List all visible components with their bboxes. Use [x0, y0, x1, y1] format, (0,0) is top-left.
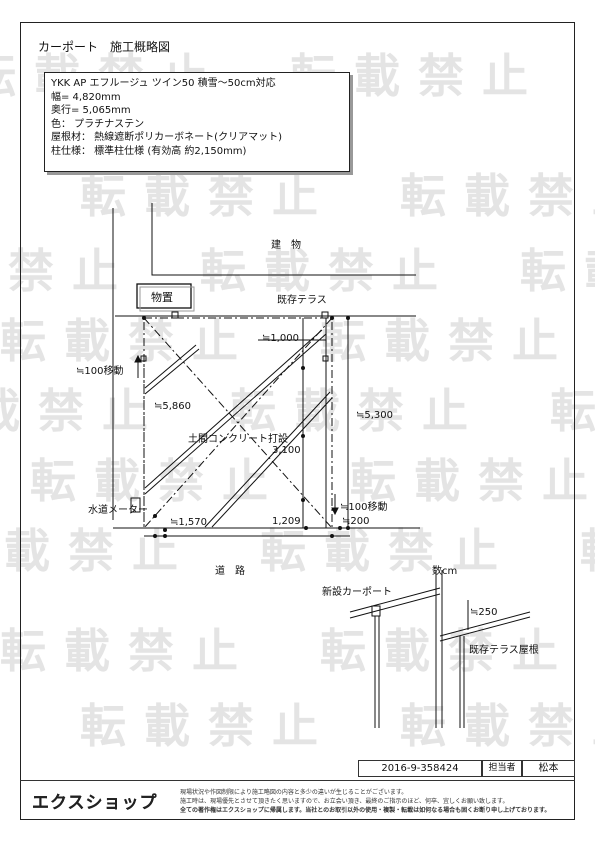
- post-dot: [163, 534, 167, 538]
- page-title: カーポート 施工概略図: [38, 40, 171, 54]
- terrace-section-roof: [439, 616, 531, 642]
- terrace-section-roof: [439, 611, 531, 637]
- post-dot: [301, 498, 305, 502]
- spec-line-model: YKK AP エフルージュ ツイン50 積雪～50cm対応: [51, 78, 276, 89]
- carport-diagonal: [143, 317, 333, 529]
- footer: 2016-9-358424 担当者 松本 エクスショップ 現場状況や作図制限によ…: [20, 750, 575, 820]
- drawing-frame: [20, 22, 575, 820]
- post-marker: [171, 311, 179, 319]
- existing-terrace-roof-label: 既存テラス屋根: [469, 645, 539, 656]
- building-outline: [151, 203, 416, 276]
- storage-shadow: [139, 286, 195, 312]
- roof-beam: [211, 397, 333, 528]
- storage-box: [136, 283, 192, 309]
- footer-divider: [20, 780, 575, 781]
- post-dot: [304, 526, 308, 530]
- dim-1000-label: ≒1,000: [262, 333, 300, 344]
- post-dot: [338, 526, 342, 530]
- post-dot: [142, 316, 146, 320]
- dim-1209-label: 1,209: [272, 516, 301, 527]
- post-dot: [330, 316, 334, 320]
- existing-terrace-label: 既存テラス: [277, 295, 327, 306]
- post-dot: [153, 514, 157, 518]
- building-label: 建 物: [271, 240, 301, 251]
- post-dot: [346, 316, 350, 320]
- order-number: 2016-9-358424: [358, 760, 482, 777]
- new-carport-label: 新設カーポート: [322, 587, 392, 598]
- post-dot: [153, 534, 157, 538]
- dim-5300-label: ≒5,300: [356, 410, 394, 421]
- person-label: 担当者: [482, 760, 522, 777]
- spec-box: YKK AP エフルージュ ツイン50 積雪～50cm対応 幅= 4,820mm…: [44, 72, 350, 172]
- dim-200-label: ≒200: [342, 516, 370, 527]
- spec-line-post: 柱仕様： 標準柱仕様 (有効高 約2,150mm): [51, 145, 247, 157]
- roof-beam: [144, 333, 327, 495]
- person-name: 松本: [522, 760, 575, 777]
- roof-beam: [204, 391, 331, 528]
- water-meter-label: 水道メーター: [88, 505, 148, 516]
- dim-1570-label: ≒1,570: [170, 517, 208, 528]
- move-100-up-label: ≒100移動: [76, 366, 124, 377]
- post-dot: [330, 534, 334, 538]
- spec-line-depth: 奥行= 5,065mm: [51, 105, 131, 116]
- post-marker: [140, 355, 147, 362]
- concrete-label: 土間コンクリート打設: [188, 434, 288, 445]
- storage-label: 物置: [151, 291, 173, 304]
- water-meter-box: [130, 497, 141, 513]
- carport-section-post: [371, 605, 381, 617]
- post-dot: [301, 434, 305, 438]
- move-100-down-label: ≒100移動: [340, 502, 388, 513]
- roof-beam: [144, 344, 197, 389]
- spec-line-roof: 屋根材： 熱線遮断ポリカーボネート(クリアマット): [51, 132, 282, 143]
- exshop-logo: エクスショップ: [32, 793, 158, 813]
- move-arrow-down-head: [331, 507, 339, 516]
- dim-3100-label: 3,100: [272, 445, 301, 456]
- post-dot: [301, 366, 305, 370]
- footer-notice: 現場状況や作図制限により施工略図の内容と多少の違いが生じることがございます。 施…: [180, 789, 551, 814]
- spec-line-width: 幅= 4,820mm: [51, 91, 121, 103]
- spec-line-color: 色： プラチナステン: [51, 118, 145, 130]
- dim-250-label: ≒250: [470, 607, 498, 618]
- dim-5860-label: ≒5,860: [154, 401, 192, 412]
- post-marker: [322, 355, 329, 362]
- few-cm-label: 数cm: [432, 566, 458, 577]
- post-marker: [321, 311, 329, 319]
- roof-beam: [144, 348, 200, 395]
- post-dot: [163, 528, 167, 532]
- roof-beam: [144, 329, 323, 489]
- post-dot: [346, 526, 350, 530]
- carport-section-roof: [349, 587, 441, 613]
- road-label: 道 路: [215, 566, 245, 577]
- move-arrow-up-head: [134, 354, 142, 363]
